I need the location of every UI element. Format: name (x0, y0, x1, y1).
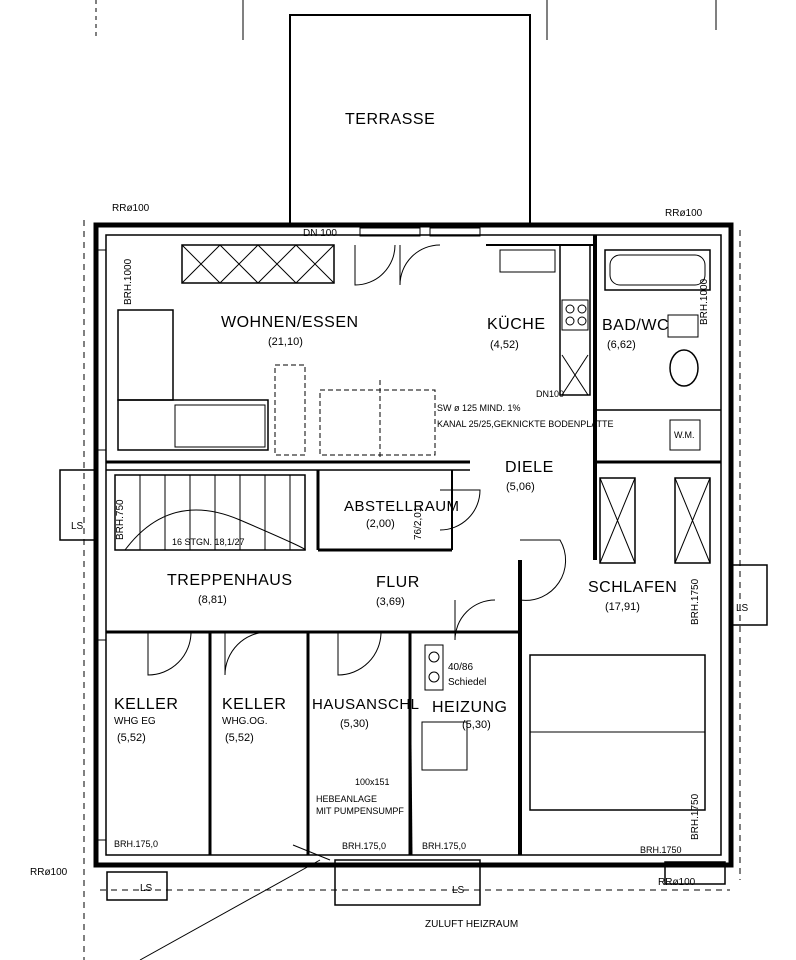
rr-top-left: RRø100 (112, 203, 150, 214)
room-keller-og-sub: WHG.OG. (222, 716, 268, 727)
area-diele: (5,06) (506, 481, 535, 493)
hebe-size: 100x151 (355, 777, 390, 787)
room-schlafen: SCHLAFEN (588, 579, 678, 596)
boiler-brand: Schiedel (448, 677, 487, 688)
rr-bottom-left: RRø100 (30, 867, 68, 878)
area-keller-eg: (5,52) (117, 732, 146, 744)
wm-label: W.M. (674, 430, 695, 440)
room-diele: DIELE (505, 459, 554, 476)
hebe-line2: MIT PUMPENSUMPF (316, 806, 404, 816)
area-keller-og: (5,52) (225, 732, 254, 744)
brh-bottom-4: BRH.1750 (640, 845, 682, 855)
area-kueche: (4,52) (490, 339, 519, 351)
room-heizung: HEIZUNG (432, 699, 508, 716)
sw-note: SW ø 125 MIND. 1% (437, 403, 521, 413)
brh-1000-right: BRH.1000 (699, 278, 710, 325)
area-wohnen-essen: (21,10) (268, 336, 303, 348)
brh-750: BRH.750 (115, 499, 126, 540)
area-hausanschl: (5,30) (340, 718, 369, 730)
room-wohnen-essen: WOHNEN/ESSEN (221, 314, 359, 331)
outer-wall (93, 222, 734, 868)
room-hausanschl: HAUSANSCHL (312, 696, 420, 713)
boiler-size: 40/86 (448, 662, 474, 673)
ls-bottom-mid: LS (452, 885, 465, 896)
brh-1000-left: BRH.1000 (123, 258, 134, 305)
area-abstellraum: (2,00) (366, 518, 395, 530)
area-flur: (3,69) (376, 596, 405, 608)
room-flur: FLUR (376, 574, 420, 591)
room-treppenhaus: TREPPENHAUS (167, 572, 293, 589)
brh-bottom-1: BRH.175,0 (114, 839, 159, 849)
ls-bottom-left: LS (140, 883, 153, 894)
dn100-top: DN 100 (303, 228, 337, 239)
brh-bottom-2: BRH.175,0 (342, 841, 387, 851)
stairs-note: 16 STGN. 18,1/27 (172, 537, 245, 547)
area-bad-wc: (6,62) (607, 339, 636, 351)
area-heizung: (5,30) (462, 719, 491, 731)
zuluft-label: ZULUFT HEIZRAUM (425, 919, 519, 930)
room-bad-wc: BAD/WC (602, 317, 669, 334)
kanal-note: KANAL 25/25,GEKNICKTE BODENPLATTE (437, 419, 614, 429)
room-terrasse: TERRASSE (345, 111, 436, 128)
hebe-line1: HEBEANLAGE (316, 794, 378, 804)
ls-right: LS (736, 603, 749, 614)
rr-top-right: RRø100 (665, 208, 703, 219)
brh-1750-right-upper: BRH.1750 (690, 578, 701, 625)
area-schlafen: (17,91) (605, 601, 640, 613)
room-keller-og: KELLER (222, 696, 287, 713)
brh-bottom-3: BRH.175,0 (422, 841, 467, 851)
dn100-mid: DN100 (536, 389, 565, 399)
area-treppenhaus: (8,81) (198, 594, 227, 606)
room-abstellraum: ABSTELLRAUM (344, 498, 460, 515)
room-kueche: KÜCHE (487, 316, 546, 333)
rr-bottom-right: RRø100 (658, 877, 696, 888)
room-keller-eg: KELLER (114, 696, 179, 713)
brh-1750-right-lower: BRH.1750 (690, 793, 701, 840)
ls-left: LS (71, 521, 84, 532)
door-dims: 76/2,01 (413, 506, 424, 540)
room-keller-eg-sub: WHG EG (114, 716, 156, 727)
